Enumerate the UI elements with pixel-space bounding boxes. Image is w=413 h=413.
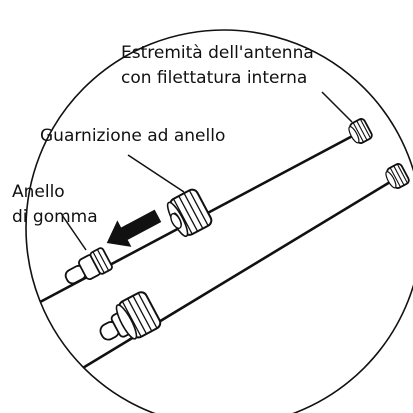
- label-rubber-ring-line2: di gomma: [12, 207, 98, 227]
- assembled-connector: [99, 291, 162, 341]
- antenna-end-cap-upper: [348, 118, 373, 144]
- label-antenna-end-line1: Estremità dell'antenna: [121, 43, 314, 63]
- label-ring-seal: Guarnizione ad anello: [40, 126, 225, 146]
- washer: [170, 212, 182, 230]
- label-antenna-end-line2: con filettatura interna: [121, 68, 307, 88]
- arrow-left-down-icon: [106, 209, 162, 247]
- antenna-end-cap-lower: [385, 163, 410, 189]
- rubber-ring-connector: [64, 247, 113, 285]
- leader-ring-seal: [127, 154, 185, 193]
- leader-rubber-ring: [61, 214, 87, 251]
- label-rubber-ring-line1: Anello: [12, 182, 65, 202]
- leader-antenna-end: [321, 91, 353, 123]
